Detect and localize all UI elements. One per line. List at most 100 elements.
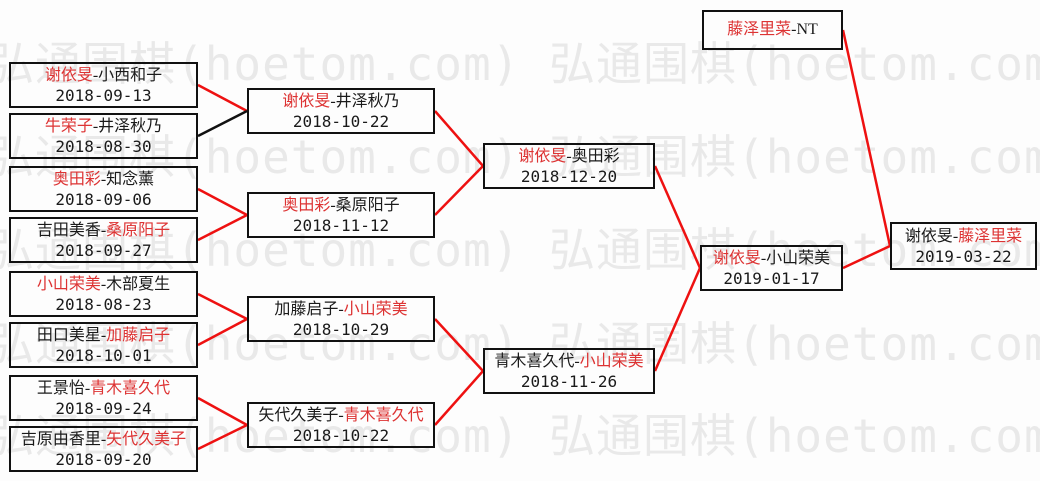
name-separator: - bbox=[760, 249, 767, 267]
name-separator: - bbox=[100, 275, 107, 293]
winner-name: 青木喜久代 bbox=[343, 406, 424, 424]
winner-name: 加藤启子 bbox=[106, 326, 171, 344]
winner-name: 奥田彩 bbox=[282, 196, 331, 214]
match-date: 2019-01-17 bbox=[723, 268, 820, 288]
connector-line-r1b6-r2b3 bbox=[197, 317, 248, 347]
match-date: 2018-11-12 bbox=[292, 215, 390, 235]
connector-line-cf-f bbox=[842, 244, 891, 270]
player-name: 田口美星 bbox=[36, 326, 101, 344]
name-separator: - bbox=[92, 117, 99, 135]
player-name: 奥田彩 bbox=[571, 147, 620, 165]
winner-name: 谢依旻 bbox=[518, 147, 567, 165]
player-name: 小山荣美 bbox=[766, 249, 831, 267]
match-players: 加藤启子-小山荣美 bbox=[274, 300, 407, 320]
match-players: 奥田彩-知念薰 bbox=[53, 170, 154, 190]
winner-name: 谢依旻 bbox=[282, 92, 331, 110]
player-name: 加藤启子 bbox=[274, 300, 339, 318]
name-separator: - bbox=[330, 196, 336, 214]
winner-name: 小山荣美 bbox=[343, 300, 408, 318]
match-date: 2018-10-01 bbox=[55, 345, 152, 365]
match-date: 2019-03-22 bbox=[915, 246, 1012, 266]
player-name: 青木喜久代 bbox=[494, 352, 575, 370]
winner-name: 桑原阳子 bbox=[106, 221, 171, 239]
name-separator: - bbox=[100, 326, 107, 344]
match-date: 2018-12-20 bbox=[520, 166, 618, 186]
player-name: 木部夏生 bbox=[106, 275, 171, 293]
match-players: 谢依旻-井泽秋乃 bbox=[282, 92, 399, 112]
winner-name: 小山荣美 bbox=[579, 352, 644, 370]
match-date: 2018-09-06 bbox=[55, 189, 152, 209]
connector-line-sf2-cf bbox=[653, 267, 702, 372]
connector-line-r1b2-r2b1 bbox=[197, 109, 248, 138]
connector-line-r1b7-r2b4 bbox=[197, 396, 248, 427]
name-separator: - bbox=[330, 92, 336, 110]
player-name: 桑原阳子 bbox=[335, 196, 400, 214]
name-separator: - bbox=[566, 147, 572, 165]
match-players: 小山荣美-木部夏生 bbox=[37, 275, 170, 295]
match-players: 田口美星-加藤启子 bbox=[37, 326, 170, 346]
match-box-th[interactable]: 藤泽里菜-NT bbox=[702, 10, 843, 50]
connector-line-th-f bbox=[841, 29, 892, 247]
player-name: 井泽秋乃 bbox=[335, 92, 400, 110]
winner-name: 藤泽里菜 bbox=[958, 227, 1023, 245]
connector-line-sf1-cf bbox=[653, 165, 702, 269]
name-separator: - bbox=[338, 300, 344, 318]
winner-name: 谢依旻 bbox=[44, 66, 93, 84]
match-date: 2018-08-23 bbox=[55, 294, 152, 314]
match-date: 2018-10-22 bbox=[292, 111, 390, 131]
player-name: 矢代久美子 bbox=[258, 406, 339, 424]
winner-name: 青木喜久代 bbox=[90, 379, 171, 397]
connector-line-r2b1-sf1 bbox=[434, 110, 484, 167]
connector-line-r2b3-sf2 bbox=[434, 318, 484, 372]
name-separator: - bbox=[92, 66, 99, 84]
name-separator: - bbox=[791, 21, 797, 38]
winner-name: 牛荣子 bbox=[44, 117, 93, 135]
name-separator: - bbox=[100, 430, 107, 448]
winner-name: 奥田彩 bbox=[52, 170, 101, 188]
winner-name: 小山荣美 bbox=[36, 275, 101, 293]
name-separator: - bbox=[100, 170, 107, 188]
match-date: 2018-11-26 bbox=[520, 371, 618, 391]
player-name: 吉田美香 bbox=[36, 221, 101, 239]
connector-line-r1b8-r2b4 bbox=[197, 423, 248, 451]
connector-line-r1b4-r2b2 bbox=[197, 213, 248, 242]
name-separator: - bbox=[84, 379, 91, 397]
winner-name: 矢代久美子 bbox=[106, 430, 187, 448]
player-name: 井泽秋乃 bbox=[98, 117, 163, 135]
player-name: 王景怡 bbox=[36, 379, 85, 397]
name-separator: - bbox=[100, 221, 107, 239]
player-name: 知念薰 bbox=[106, 170, 155, 188]
match-players: 吉原由香里-矢代久美子 bbox=[21, 430, 186, 450]
match-date: 2018-09-24 bbox=[55, 398, 152, 418]
connector-line-r2b4-sf2 bbox=[434, 370, 484, 426]
connector-line-r1b1-r2b1 bbox=[197, 83, 248, 113]
match-date: 2018-09-27 bbox=[55, 240, 152, 260]
match-date: 2018-10-29 bbox=[292, 319, 390, 339]
match-players: 谢依旻-小山荣美 bbox=[713, 249, 830, 269]
match-players: 奥田彩-桑原阳子 bbox=[282, 196, 399, 216]
name-separator: - bbox=[338, 406, 344, 424]
match-players: 王景怡-青木喜久代 bbox=[37, 379, 170, 399]
match-date: 2018-09-13 bbox=[55, 85, 152, 105]
match-players: 吉田美香-桑原阳子 bbox=[37, 221, 170, 241]
winner-name: 藤泽里菜 bbox=[727, 21, 792, 38]
match-players: 青木喜久代-小山荣美 bbox=[494, 352, 643, 372]
